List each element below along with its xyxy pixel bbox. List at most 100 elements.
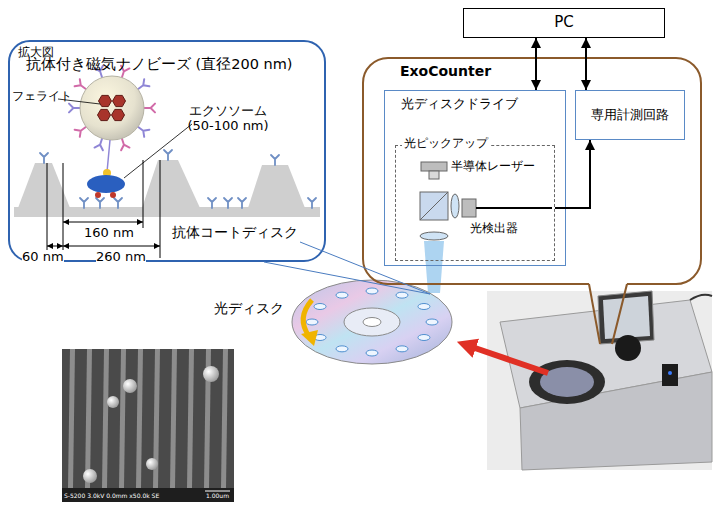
- antibody-shape: [224, 198, 232, 208]
- image-caption: 1.00um: [206, 493, 229, 500]
- antibody-shape: [80, 198, 88, 208]
- exosome-marker: [95, 192, 101, 198]
- sample-well: [336, 346, 348, 352]
- sem-particle: [203, 366, 219, 382]
- antibody-symbol: [238, 198, 246, 208]
- sem-groove: [170, 349, 177, 488]
- beam-splitter: [420, 192, 448, 220]
- part-label: 抗体コートディスク: [172, 224, 298, 240]
- leader-line: [124, 124, 192, 178]
- sem-info-bar: [62, 488, 234, 502]
- disc-surface: [14, 207, 320, 217]
- device-panel: [662, 364, 678, 386]
- exosome: [87, 175, 125, 193]
- sample-well: [396, 292, 408, 298]
- dimension-line: [143, 160, 144, 228]
- ferrite-crystal: [99, 95, 112, 106]
- sem-particle: [146, 458, 158, 470]
- antibody-symbol: [224, 198, 232, 208]
- component-box: 光ディスクドライブ光ピックアップ: [384, 90, 566, 266]
- dimension-arrow: [63, 222, 143, 223]
- sample-well: [366, 288, 378, 294]
- sample-well: [366, 350, 378, 356]
- land-ridge: [18, 163, 70, 208]
- device-cable: [690, 295, 712, 300]
- dimension-arrow: [47, 246, 63, 247]
- antibody-shape: [69, 104, 80, 113]
- antibody-symbol: [271, 155, 279, 165]
- bidirectional-arrow: [585, 38, 587, 90]
- sem-groove: [68, 349, 75, 488]
- sem-groove: [102, 349, 109, 488]
- laser-diode: [429, 171, 439, 179]
- sample-well: [396, 346, 408, 352]
- sem-particle: [123, 379, 137, 393]
- sample-well: [336, 292, 348, 298]
- antibody-shape: [144, 104, 155, 113]
- ferrite-crystal: [113, 95, 126, 106]
- sem-particle: [107, 396, 119, 408]
- disc-hub: [344, 308, 400, 336]
- sem-groove: [221, 349, 228, 488]
- antibody-symbol: [40, 153, 48, 163]
- disc-hole: [363, 318, 381, 327]
- antibody-shape: [114, 198, 122, 208]
- part-label: 抗体付き磁気ナノビーズ (直径200 nm): [26, 56, 293, 73]
- ferrite-crystal: [98, 109, 111, 120]
- box-label: 専用計測回路: [576, 108, 684, 123]
- sample-well: [418, 304, 430, 310]
- dimension-line: [63, 163, 64, 258]
- antibody-symbol: [144, 104, 155, 113]
- part-label: 光検出器: [470, 222, 518, 236]
- part-label: 半導体レーザー: [451, 160, 535, 174]
- callout-tail: [589, 284, 600, 344]
- part-label: フェライト: [12, 90, 72, 104]
- component-box: PC: [463, 8, 665, 38]
- box-label: ExoCounter: [400, 63, 491, 79]
- component-box: 専用計測回路: [575, 90, 685, 140]
- sample-well: [314, 304, 326, 310]
- antibody-symbol: [96, 198, 104, 208]
- callout-tail: [612, 284, 627, 344]
- box-label: 光ディスクドライブ: [401, 97, 518, 112]
- land-ridge: [142, 160, 200, 208]
- rotation-arrow-head: [301, 330, 318, 346]
- dimension-line: [47, 163, 48, 258]
- sem-groove: [136, 349, 143, 488]
- antibody-symbol: [208, 198, 216, 208]
- insert-arrow: [472, 347, 548, 373]
- device-led: [668, 371, 672, 375]
- antibody-symbol: [80, 198, 88, 208]
- signal-arrow: [555, 140, 590, 208]
- dimension-label: 160 nm: [84, 226, 134, 241]
- antibody-shape: [96, 198, 104, 208]
- dimension-label: 60 nm: [22, 250, 64, 265]
- sem-groove: [119, 349, 126, 488]
- signal-wire: [476, 207, 552, 209]
- sem-groove: [85, 349, 92, 488]
- antibody-symbol: [114, 198, 122, 208]
- dimension-line: [160, 160, 161, 258]
- disc-tray: [529, 360, 605, 404]
- device-port: [615, 335, 641, 361]
- exosome-marker: [110, 192, 116, 198]
- photodetector: [462, 199, 476, 217]
- antibody-shape: [238, 198, 246, 208]
- sample-well: [418, 335, 430, 341]
- beam-splitter: [420, 192, 448, 220]
- sample-well: [306, 319, 318, 325]
- sem-groove: [187, 349, 194, 488]
- antibody-symbol: [69, 104, 80, 113]
- dimension-label: 260 nm: [96, 250, 146, 265]
- sem-particle: [83, 469, 97, 483]
- lens: [420, 232, 448, 240]
- lens: [451, 194, 459, 218]
- part-label: 光ディスク: [214, 300, 284, 316]
- scale-bar: [205, 491, 230, 492]
- disc-in-tray: [540, 367, 594, 397]
- antibody-shape: [40, 153, 48, 163]
- device-lid-window: [603, 296, 650, 339]
